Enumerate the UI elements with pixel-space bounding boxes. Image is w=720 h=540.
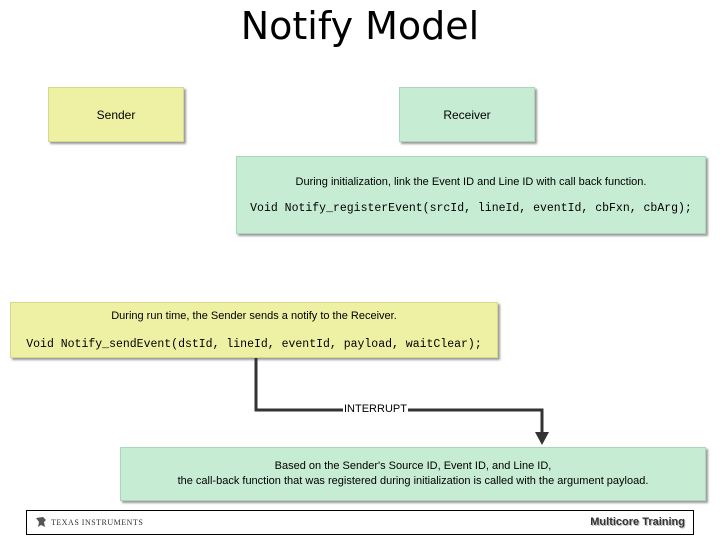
receiver-box: Receiver (399, 87, 535, 142)
receiver-label: Receiver (443, 107, 491, 122)
page-title: Notify Model (240, 4, 480, 48)
send-step-description: During run time, the Sender sends a noti… (111, 310, 397, 322)
send-step-box: During run time, the Sender sends a noti… (10, 302, 498, 358)
interrupt-arrowhead (535, 432, 549, 445)
interrupt-connector-line (254, 358, 544, 436)
texas-instruments-text: TEXAS INSTRUMENTS (51, 517, 144, 527)
sender-box: Sender (48, 87, 184, 142)
send-step-code: Void Notify_sendEvent(dstId, lineId, eve… (26, 338, 482, 351)
receive-step-box: Based on the Sender's Source ID, Event I… (120, 447, 706, 501)
interrupt-label: INTERRUPT (343, 403, 408, 415)
sender-label: Sender (96, 107, 136, 122)
init-step-description: During initialization, link the Event ID… (295, 176, 647, 188)
init-step-code: Void Notify_registerEvent(srcId, lineId,… (250, 202, 692, 215)
init-step-box: During initialization, link the Event ID… (236, 156, 706, 234)
receive-step-line-1: Based on the Sender's Source ID, Event I… (274, 460, 552, 472)
multicore-training-label: Multicore Training (590, 516, 685, 528)
texas-instruments-logo: TEXAS INSTRUMENTS (35, 516, 143, 528)
receive-step-line-2: the call-back function that was register… (177, 475, 649, 487)
footer-bar: TEXAS INSTRUMENTS Multicore Training (26, 510, 694, 535)
ti-logo-icon (36, 517, 46, 527)
